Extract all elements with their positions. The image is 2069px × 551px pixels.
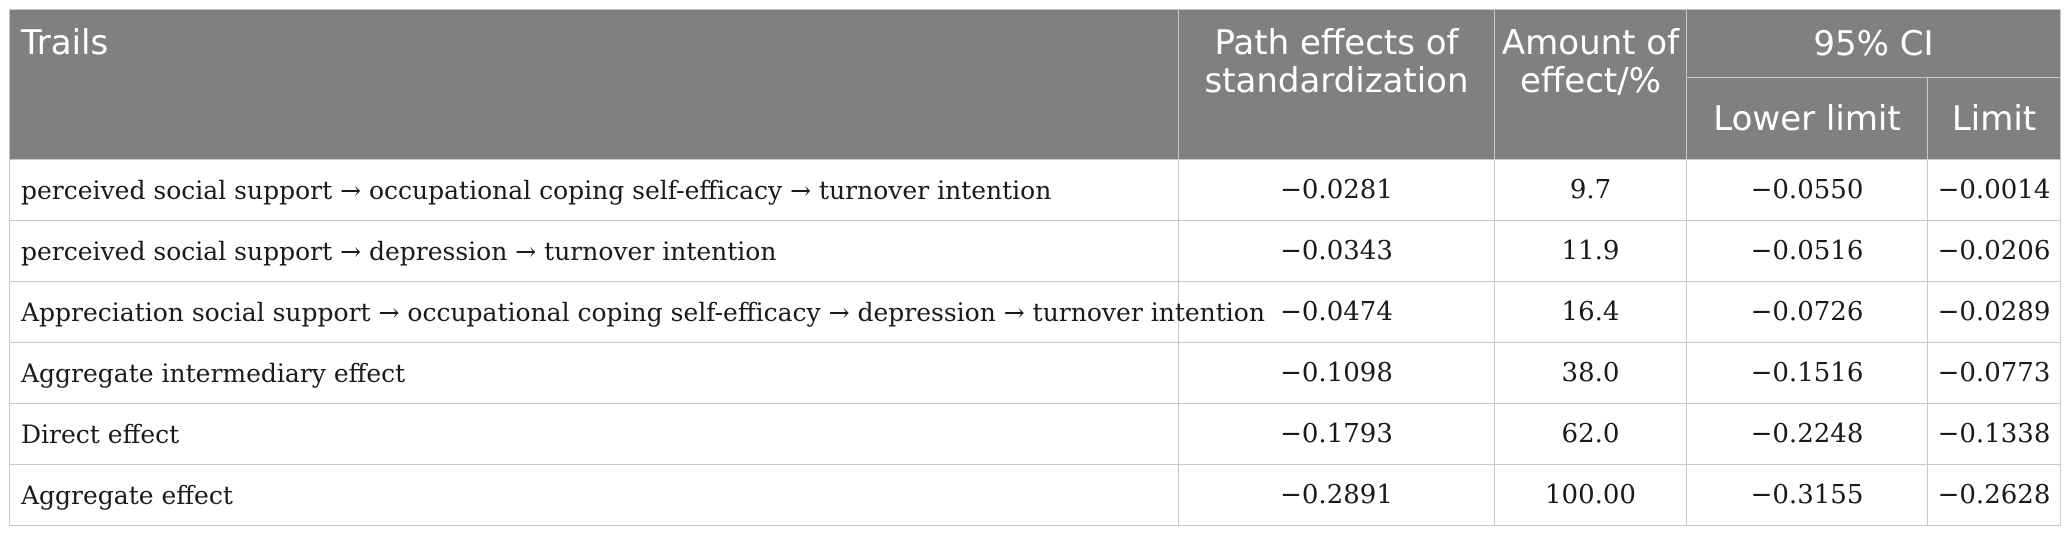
table-row: perceived social support → depression → … xyxy=(9,220,2061,282)
cell-amount: 9.7 xyxy=(1494,159,1687,221)
table-body: perceived social support → occupational … xyxy=(9,159,2061,526)
mediation-effects-table: Trails Path effects of standardization A… xyxy=(9,9,2061,526)
cell-amount: 11.9 xyxy=(1494,220,1687,282)
cell-path-effect: −0.2891 xyxy=(1178,464,1495,526)
cell-limit: −0.2628 xyxy=(1927,464,2061,526)
cell-amount: 16.4 xyxy=(1494,281,1687,343)
header-limit: Limit xyxy=(1927,77,2061,160)
cell-path-effect: −0.0474 xyxy=(1178,281,1495,343)
cell-limit: −0.0014 xyxy=(1927,159,2061,221)
table-header: Trails Path effects of standardization A… xyxy=(9,9,2061,160)
cell-lower-limit: −0.2248 xyxy=(1686,403,1928,465)
cell-amount: 100.00 xyxy=(1494,464,1687,526)
cell-lower-limit: −0.0516 xyxy=(1686,220,1928,282)
cell-trail: perceived social support → occupational … xyxy=(9,159,1179,221)
cell-trail: Aggregate effect xyxy=(9,464,1179,526)
cell-lower-limit: −0.0726 xyxy=(1686,281,1928,343)
cell-trail: perceived social support → depression → … xyxy=(9,220,1179,282)
cell-limit: −0.0289 xyxy=(1927,281,2061,343)
cell-trail: Appreciation social support → occupation… xyxy=(9,281,1265,343)
cell-trail: Aggregate intermediary effect xyxy=(9,342,1179,404)
cell-path-effect: −0.0281 xyxy=(1178,159,1495,221)
header-trails: Trails xyxy=(9,9,1179,160)
table-row: perceived social support → occupational … xyxy=(9,159,2061,221)
cell-lower-limit: −0.0550 xyxy=(1686,159,1928,221)
table-row: Aggregate effect −0.2891 100.00 −0.3155 … xyxy=(9,464,2061,526)
results-table-wrapper: Trails Path effects of standardization A… xyxy=(9,9,2061,526)
cell-trail: Direct effect xyxy=(9,403,1179,465)
cell-path-effect: −0.1793 xyxy=(1178,403,1495,465)
cell-lower-limit: −0.3155 xyxy=(1686,464,1928,526)
table-row: Direct effect −0.1793 62.0 −0.2248 −0.13… xyxy=(9,403,2061,465)
header-path-effects: Path effects of standardization xyxy=(1178,9,1495,160)
header-lower-limit: Lower limit xyxy=(1686,77,1928,160)
header-95-ci: 95% CI xyxy=(1686,9,2061,78)
cell-limit: −0.1338 xyxy=(1927,403,2061,465)
table-row: Aggregate intermediary effect −0.1098 38… xyxy=(9,342,2061,404)
cell-limit: −0.0206 xyxy=(1927,220,2061,282)
cell-path-effect: −0.0343 xyxy=(1178,220,1495,282)
cell-amount: 38.0 xyxy=(1494,342,1687,404)
cell-lower-limit: −0.1516 xyxy=(1686,342,1928,404)
cell-path-effect: −0.1098 xyxy=(1178,342,1495,404)
cell-amount: 62.0 xyxy=(1494,403,1687,465)
cell-limit: −0.0773 xyxy=(1927,342,2061,404)
header-amount-of-effect: Amount of effect/% xyxy=(1494,9,1687,160)
table-row: Appreciation social support → occupation… xyxy=(9,281,2061,343)
